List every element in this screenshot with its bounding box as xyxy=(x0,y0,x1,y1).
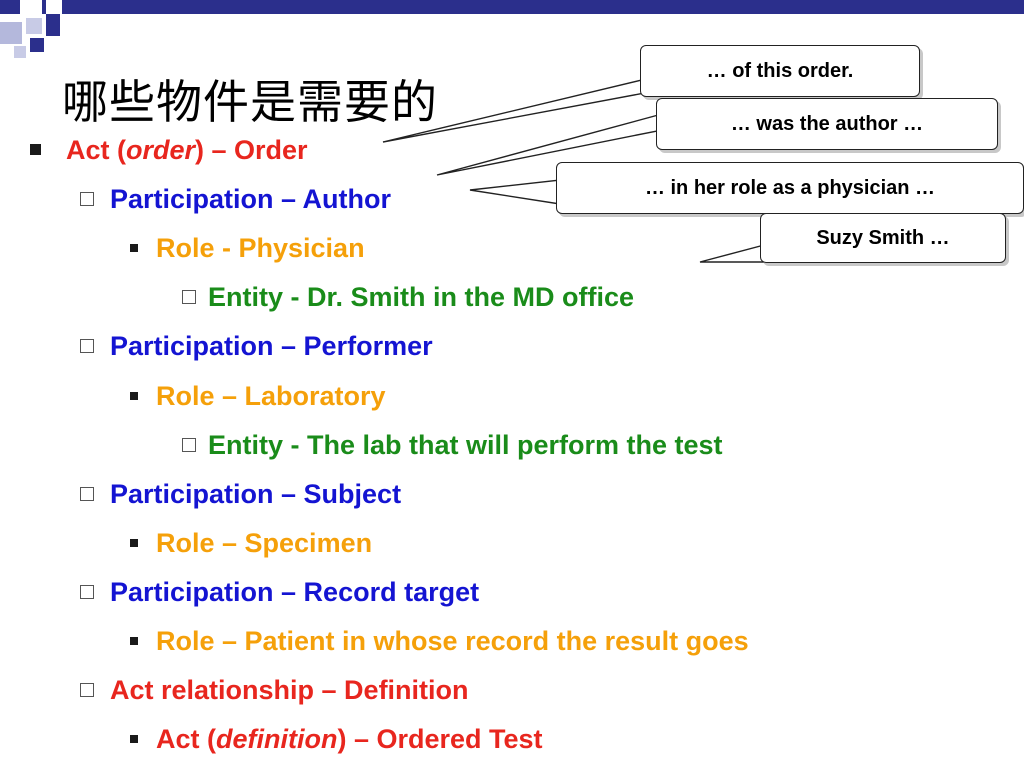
outline-text: ) – Ordered Test xyxy=(337,724,543,754)
outline-text: Participation – Record target xyxy=(110,577,480,607)
outline-item: Participation – Record target xyxy=(80,576,479,608)
outline-item: Act (order) – Order xyxy=(30,134,308,166)
outline-text: Participation – Author xyxy=(110,184,392,214)
open-square-bullet-icon xyxy=(80,191,94,206)
outline-item: Role – Specimen xyxy=(130,527,372,559)
filled-square-bullet-icon xyxy=(130,243,138,252)
outline-text: Role – Specimen xyxy=(156,528,373,558)
outline-text: Participation – Performer xyxy=(110,331,433,361)
callout-role: … in her role as a physician … xyxy=(556,162,1024,214)
callout-author: … was the author … xyxy=(656,98,998,150)
callout-order-text: … of this order. xyxy=(706,60,854,82)
outline-text: Entity - Dr. Smith in the MD office xyxy=(208,282,635,312)
outline-text: Act ( xyxy=(156,724,216,754)
outline-text: Role - Physician xyxy=(156,233,365,263)
outline-item: Act relationship – Definition xyxy=(80,674,469,706)
outline-item: Role - Physician xyxy=(130,232,365,264)
callout-role-text: … in her role as a physician … xyxy=(644,177,936,199)
title-decoration-bar xyxy=(0,0,1024,58)
open-square-bullet-icon xyxy=(182,289,196,304)
leader-role xyxy=(469,179,561,205)
outline-text: Role – Patient in whose record the resul… xyxy=(156,626,749,656)
filled-square-bullet-icon xyxy=(30,144,41,156)
filled-square-bullet-icon xyxy=(130,538,138,547)
outline-item: Role – Laboratory xyxy=(130,380,386,412)
filled-square-bullet-icon xyxy=(130,636,138,645)
callout-order: … of this order. xyxy=(640,45,920,97)
outline-item: Participation – Subject xyxy=(80,478,401,510)
outline-item: Participation – Performer xyxy=(80,330,433,362)
callout-author-text: … was the author … xyxy=(730,113,924,135)
outline-italic-text: definition xyxy=(216,724,338,754)
slide-title: 哪些物件是需要的 xyxy=(62,75,438,129)
outline-item: Role – Patient in whose record the resul… xyxy=(130,625,749,657)
outline-item: Entity - The lab that will perform the t… xyxy=(182,429,723,461)
filled-square-bullet-icon xyxy=(130,734,138,743)
outline-text: Entity - The lab that will perform the t… xyxy=(208,430,723,460)
outline-text: Role – Laboratory xyxy=(156,381,386,411)
open-square-bullet-icon xyxy=(80,682,94,697)
filled-square-bullet-icon xyxy=(130,391,138,400)
outline-item: Act (definition) – Ordered Test xyxy=(130,723,543,755)
open-square-bullet-icon xyxy=(80,338,94,353)
outline-text: Act ( xyxy=(66,135,126,165)
callout-entity: Suzy Smith … xyxy=(760,213,1006,263)
callout-entity-text: Suzy Smith … xyxy=(816,227,950,249)
outline-italic-text: order xyxy=(126,135,196,165)
outline-text: ) – Order xyxy=(195,135,308,165)
outline-item: Entity - Dr. Smith in the MD office xyxy=(182,281,634,313)
open-square-bullet-icon xyxy=(80,486,94,501)
open-square-bullet-icon xyxy=(80,584,94,599)
open-square-bullet-icon xyxy=(182,437,196,452)
outline-item: Participation – Author xyxy=(80,183,391,215)
outline-text: Act relationship – Definition xyxy=(110,675,469,705)
outline-text: Participation – Subject xyxy=(110,479,402,509)
